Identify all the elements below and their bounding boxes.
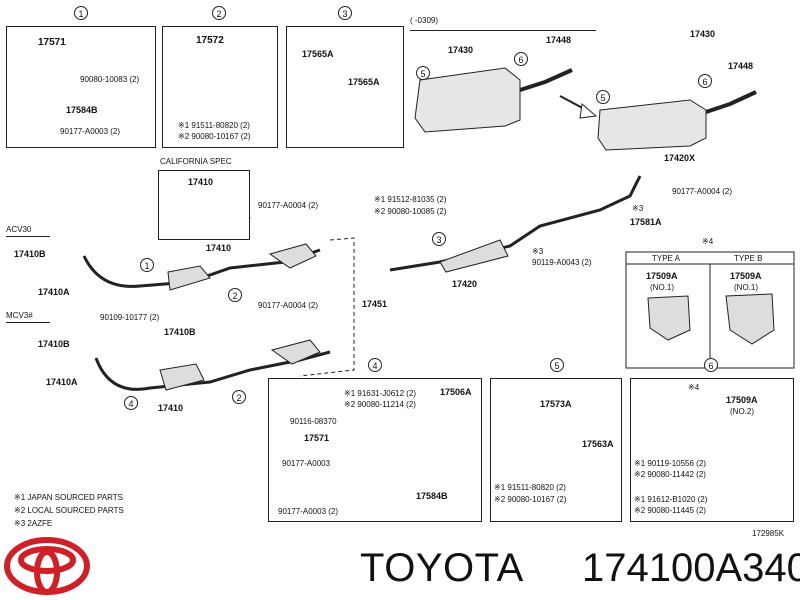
- footnote: ※1 JAPAN SOURCED PARTS: [14, 493, 123, 502]
- label: 17448: [546, 35, 572, 45]
- callout-5b: 5: [596, 90, 610, 104]
- label: 17410A: [46, 377, 78, 387]
- label: 17410B: [38, 339, 70, 349]
- variant-acv30: ACV30: [6, 225, 32, 234]
- label: 17410: [158, 403, 184, 413]
- callout-1: 1: [140, 258, 154, 272]
- callout-6: 6: [514, 52, 528, 66]
- label: 90177-A0004 (2): [258, 301, 319, 310]
- label: 90177-A0003: [282, 459, 331, 468]
- index-1: 1: [74, 6, 88, 20]
- callout-2b: 2: [232, 390, 246, 404]
- label: 90177-A0003 (2): [60, 127, 121, 136]
- label: ※1 91612-B1020 (2): [634, 495, 708, 504]
- label: 17571: [304, 433, 330, 443]
- label: 17420: [452, 279, 478, 289]
- label: 17410B: [164, 327, 196, 337]
- label: 17573A: [540, 399, 572, 409]
- label: ※1 91512-81035 (2): [374, 195, 447, 204]
- label: ※1 91631-J0612 (2): [344, 389, 417, 398]
- california-box: [158, 170, 250, 240]
- footnote: ※2 LOCAL SOURCED PARTS: [14, 506, 124, 515]
- label: 17448: [728, 61, 754, 71]
- index-3: 3: [338, 6, 352, 20]
- detail-box-4: [268, 378, 482, 522]
- type-b-label: TYPE B: [734, 254, 763, 263]
- label: 17571: [38, 37, 66, 48]
- label: 90177-A0004 (2): [258, 201, 319, 210]
- label: ※2 90080-11442 (2): [634, 470, 706, 479]
- label: (NO.1): [650, 283, 674, 292]
- variant-mcv3: MCV3#: [6, 311, 33, 320]
- label: ※2 90080-10167 (2): [494, 495, 567, 504]
- label: 17420X: [664, 153, 696, 163]
- label: (NO.1): [734, 283, 758, 292]
- divider: [6, 236, 50, 237]
- bracket-line: [410, 30, 596, 31]
- california-title: CALIFORNIA SPEC: [160, 157, 232, 166]
- label: 17509A: [726, 395, 758, 405]
- callout-2: 2: [228, 288, 242, 302]
- label: 17509A: [646, 271, 678, 281]
- label: ※2 90080-11214 (2): [344, 400, 416, 409]
- label: ※3: [532, 247, 544, 256]
- index-6: 6: [704, 358, 718, 372]
- label: 17430: [448, 45, 474, 55]
- callout-4: 4: [124, 396, 138, 410]
- callout-5: 5: [416, 66, 430, 80]
- label: 17581A: [630, 217, 662, 227]
- date-note: ( -0309): [410, 16, 439, 25]
- index-5: 5: [550, 358, 564, 372]
- index-4: 4: [368, 358, 382, 372]
- types-note: ※4: [702, 237, 714, 246]
- label: 90177-A0003 (2): [278, 507, 339, 516]
- label: 17410: [206, 243, 232, 253]
- callout-3: 3: [432, 232, 446, 246]
- detail-box-6: [630, 378, 794, 522]
- label: (NO.2): [730, 407, 754, 416]
- label: 17506A: [440, 387, 472, 397]
- label: ※3: [632, 204, 644, 213]
- label: 17584B: [416, 491, 448, 501]
- label: 90177-A0004 (2): [672, 187, 733, 196]
- detail-box-1: [6, 26, 156, 148]
- label: 90109-10177 (2): [100, 313, 160, 322]
- toyota-logo-icon: [4, 537, 90, 595]
- label: ※4: [688, 383, 700, 392]
- label: ※1 91511-80820 (2): [494, 483, 566, 492]
- label: 17410: [188, 177, 214, 187]
- brand-text: TOYOTA: [360, 546, 524, 590]
- footnote: ※3 2AZFE: [14, 519, 53, 528]
- type-a-label: TYPE A: [652, 254, 681, 263]
- label: ※1 91511-80820 (2): [178, 121, 250, 130]
- label: 17565A: [348, 77, 380, 87]
- label: ※2 90080-10085 (2): [374, 207, 447, 216]
- label: 17584B: [66, 105, 98, 115]
- label: 17430: [690, 29, 716, 39]
- label: 17572: [196, 35, 224, 46]
- label: 17509A: [730, 271, 762, 281]
- label: 17563A: [582, 439, 614, 449]
- divider: [6, 322, 50, 323]
- label: ※2 90080-10167 (2): [178, 132, 251, 141]
- label: 17410B: [14, 249, 46, 259]
- label: 17410A: [38, 287, 70, 297]
- label: ※1 90119-10556 (2): [634, 459, 706, 468]
- label: 90080-10083 (2): [80, 75, 140, 84]
- callout-6b: 6: [698, 74, 712, 88]
- label: 17451: [362, 299, 388, 309]
- label: 90116-08370: [290, 417, 337, 426]
- label: 90119-A0043 (2): [532, 258, 592, 267]
- label: ※2 90080-11445 (2): [634, 506, 706, 515]
- index-2: 2: [212, 6, 226, 20]
- diagram-id: 172985K: [752, 529, 785, 538]
- detail-box-3: [286, 26, 404, 148]
- part-number: 174100A340: [582, 546, 800, 590]
- detail-box-5: [490, 378, 622, 522]
- label: 17565A: [302, 49, 334, 59]
- detail-box-2: [162, 26, 278, 148]
